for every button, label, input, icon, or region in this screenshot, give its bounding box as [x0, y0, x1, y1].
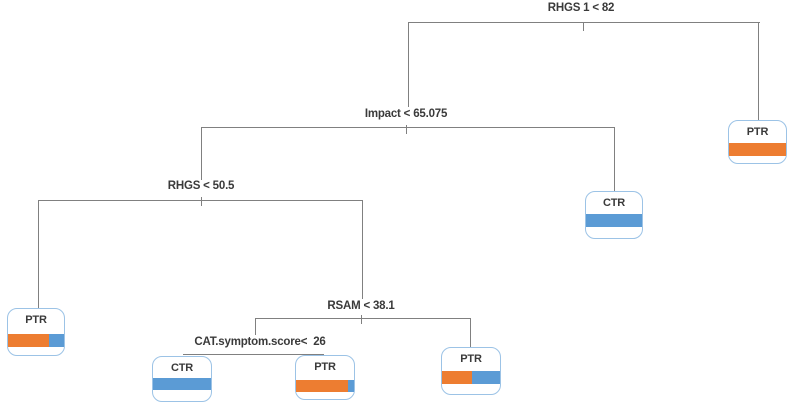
split-line-impact: [201, 127, 615, 129]
split-label-impact: Impact < 65.075: [364, 108, 448, 120]
leaf-node-ctr-impact-right: CTR: [585, 191, 643, 239]
center-tick-rsam: [361, 315, 363, 324]
split-label-rsam: RSAM < 38.1: [327, 300, 395, 312]
class-bar: [153, 378, 211, 390]
leaf-label: PTR: [25, 314, 47, 326]
blue-segment: [586, 214, 642, 227]
blue-segment: [348, 380, 354, 392]
edge-rsam-left: [255, 318, 257, 335]
leaf-node-ctr-cat-left: CTR: [152, 356, 212, 402]
split-label-cat-symptom-score: CAT.symptom.score< 26: [194, 336, 326, 348]
split-label-rhgs: RHGS < 50.5: [167, 180, 235, 192]
edge-rhgs-left: [38, 200, 40, 308]
leaf-node-ptr-root-right: PTR: [728, 120, 787, 164]
leaf-node-ptr-cat-right: PTR: [295, 355, 355, 400]
leaf-node-ptr-rsam-right: PTR: [441, 347, 501, 395]
class-bar: [586, 214, 642, 227]
leaf-label: PTR: [746, 126, 769, 138]
class-bar: [729, 143, 786, 156]
edge-root-right: [758, 22, 760, 120]
class-bar: [8, 334, 64, 347]
edge-root-left: [408, 22, 410, 107]
class-bar: [296, 380, 354, 392]
edge-impact-right: [614, 127, 616, 191]
edge-impact-left: [201, 127, 203, 180]
orange-segment: [296, 380, 349, 392]
leaf-label: PTR: [460, 353, 482, 365]
center-tick-impact: [406, 125, 408, 134]
leaf-node-ptr-rhgs-left: PTR: [7, 308, 65, 356]
split-line-rhgs: [38, 200, 363, 202]
blue-segment: [153, 378, 211, 390]
edge-rsam-right: [470, 318, 472, 348]
orange-segment: [442, 371, 473, 384]
class-bar: [442, 371, 500, 384]
center-tick-root: [583, 22, 585, 31]
edge-rhgs-right: [362, 200, 364, 299]
split-line-rsam: [255, 318, 470, 320]
blue-segment: [472, 371, 500, 384]
split-label-rhgs1: RHGS 1 < 82: [547, 2, 615, 14]
center-tick-rhgs: [201, 197, 203, 206]
split-line-cat: [183, 354, 324, 356]
leaf-label: CTR: [602, 197, 625, 209]
orange-segment: [729, 143, 786, 156]
leaf-label: CTR: [170, 362, 193, 374]
leaf-label: PTR: [314, 361, 336, 373]
orange-segment: [8, 334, 50, 347]
blue-segment: [49, 334, 64, 347]
